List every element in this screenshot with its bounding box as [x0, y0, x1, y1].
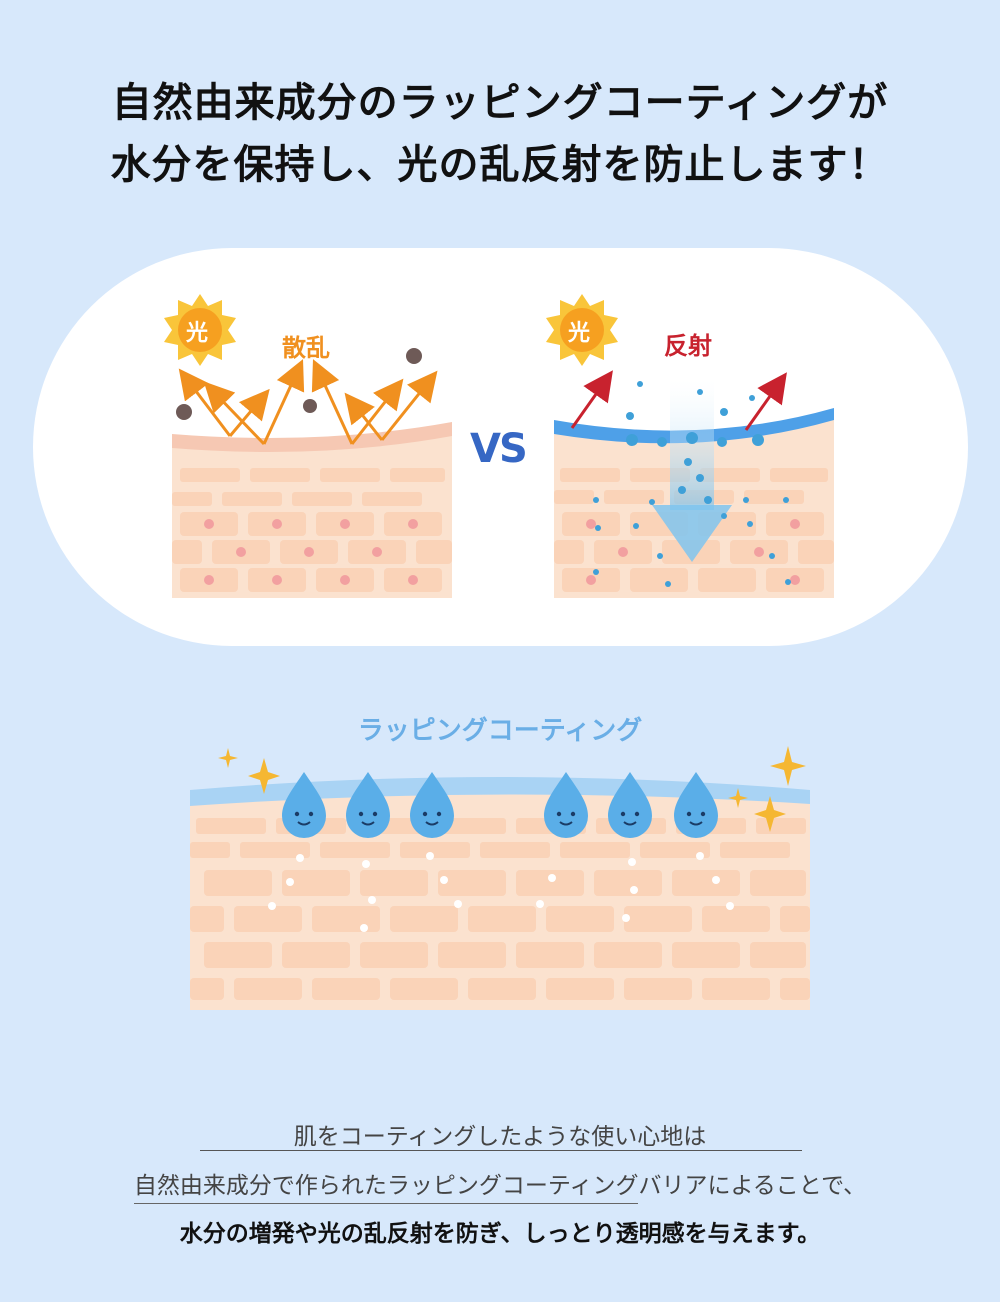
light-dots [268, 852, 734, 932]
caption-divider [200, 1150, 802, 1151]
caption-line-2-rest: バリアによることで、 [638, 1173, 867, 1199]
reflection-label: 反射 [664, 332, 712, 360]
caption-line-1-text: 肌をコーティングしたような使い心地は [293, 1124, 707, 1150]
vs-label: VS [470, 426, 528, 472]
headline-line-2: 水分を保持し、光の乱反射を防止します！ [110, 142, 890, 188]
coating-label: ラッピングコーティング [357, 716, 643, 746]
caption-line-2-underlined: 自然由来成分で作られたラッピングコーティング [133, 1173, 639, 1204]
coating-skin-block [190, 777, 810, 1010]
scatter-label: 散乱 [282, 334, 330, 362]
water-drop-characters [282, 772, 718, 838]
caption-line-3-text: 水分の増発や光の乱反射を防ぎ、しっとり透明感を与えます。 [179, 1221, 821, 1247]
caption-line-1: 肌をコーティングしたような使い心地は [0, 1117, 1000, 1151]
left-sun-label: 光 [186, 321, 209, 346]
caption-line-3: 水分の増発や光の乱反射を防ぎ、しっとり透明感を与えます。 [0, 1214, 1000, 1248]
sparkle-icons [218, 746, 806, 832]
headline-line-1: 自然由来成分のラッピングコーティングが [111, 80, 889, 126]
headline: 自然由来成分のラッピングコーティングが 水分を保持し、光の乱反射を防止します！ [0, 72, 1000, 196]
right-sun-label: 光 [568, 321, 591, 346]
caption-line-2: 自然由来成分で作られたラッピングコーティングバリアによることで、 [0, 1166, 1000, 1204]
